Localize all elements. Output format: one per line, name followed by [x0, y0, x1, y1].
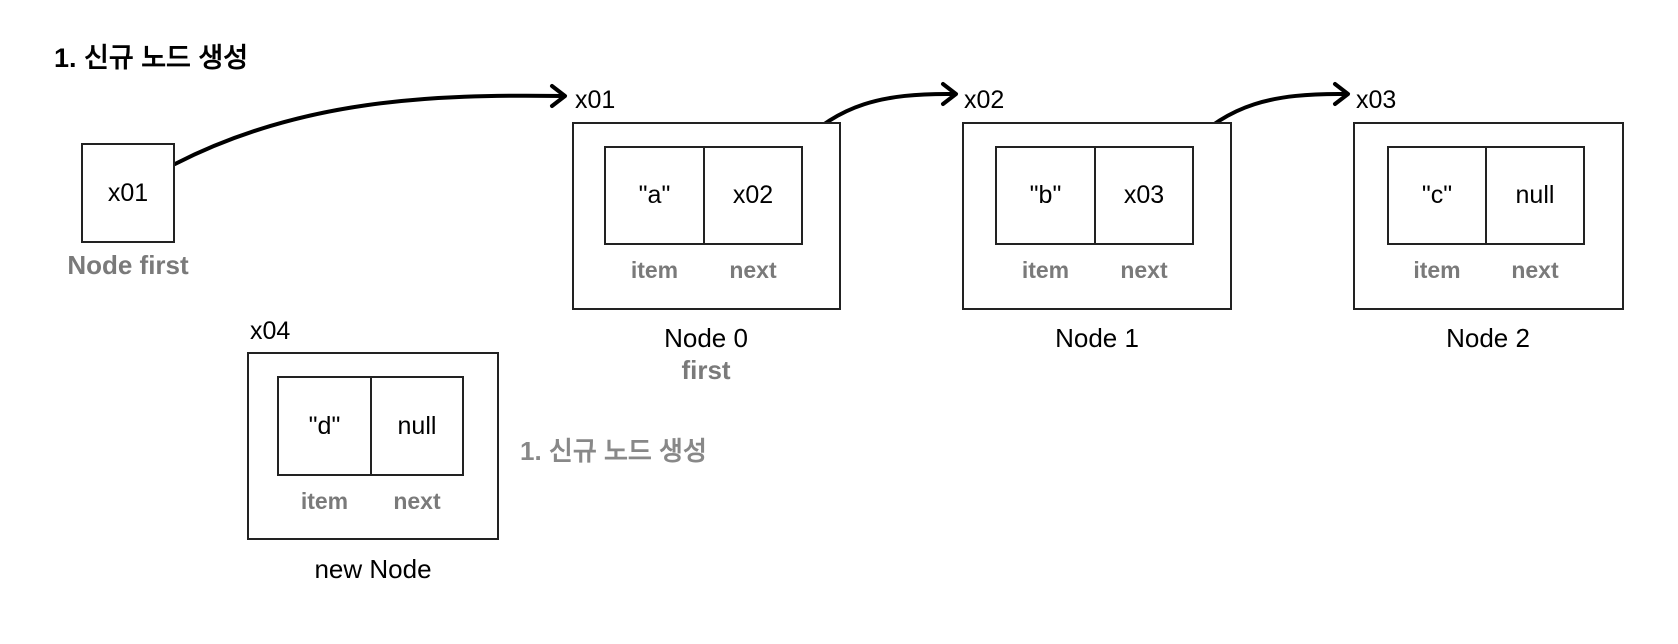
first-reference-box: x01 [81, 143, 175, 243]
node1-next-value: x03 [1123, 181, 1165, 209]
node0-item-cell: "a" [604, 146, 705, 245]
node1-address: x02 [964, 86, 1005, 114]
new-node-name: new Node [314, 554, 432, 584]
step-note: 1. 신규 노드 생성 [520, 436, 707, 466]
first-reference-label: Node first [67, 250, 189, 280]
new-node-next-label: next [393, 488, 441, 514]
node2-next-label: next [1511, 257, 1559, 283]
node1-item-cell: "b" [995, 146, 1096, 245]
node1-next-cell: x03 [1094, 146, 1194, 245]
new-node-item-label: item [300, 488, 349, 514]
node0-next-label: next [729, 257, 777, 283]
arrowhead-node0 [550, 84, 567, 108]
node1-item-label: item [1021, 257, 1070, 283]
first-reference-value: x01 [107, 178, 149, 207]
new-node-next-cell: null [370, 376, 464, 476]
node0-next-cell: x02 [703, 146, 803, 245]
node0-address: x01 [575, 86, 616, 114]
node2-item-cell: "c" [1387, 146, 1487, 245]
node1-next-label: next [1120, 257, 1168, 283]
diagram-title: 1. 신규 노드 생성 [54, 43, 249, 73]
node0-next-value: x02 [732, 181, 774, 209]
new-node-next-value: null [397, 411, 437, 440]
node2-item-label: item [1413, 257, 1461, 283]
node1-name: Node 1 [1055, 323, 1139, 353]
new-node-address: x04 [250, 317, 291, 345]
node2-next-value: null [1515, 181, 1555, 209]
node0-item-value: "a" [638, 181, 671, 209]
node2-item-value: "c" [1421, 181, 1453, 209]
node1-item-value: "b" [1029, 181, 1062, 209]
node0-alias: first [681, 355, 731, 385]
node2-address: x03 [1356, 86, 1397, 114]
node2-next-cell: null [1485, 146, 1585, 245]
new-node-item-cell: "d" [277, 376, 372, 476]
arrowhead-node1 [941, 82, 958, 106]
arrow-first-to-node0 [173, 93, 566, 166]
node2-name: Node 2 [1446, 323, 1530, 353]
arrowhead-node2 [1333, 82, 1350, 106]
node0-item-label: item [630, 257, 679, 283]
new-node-item-value: "d" [308, 411, 341, 440]
node0-name: Node 0 [664, 323, 748, 353]
